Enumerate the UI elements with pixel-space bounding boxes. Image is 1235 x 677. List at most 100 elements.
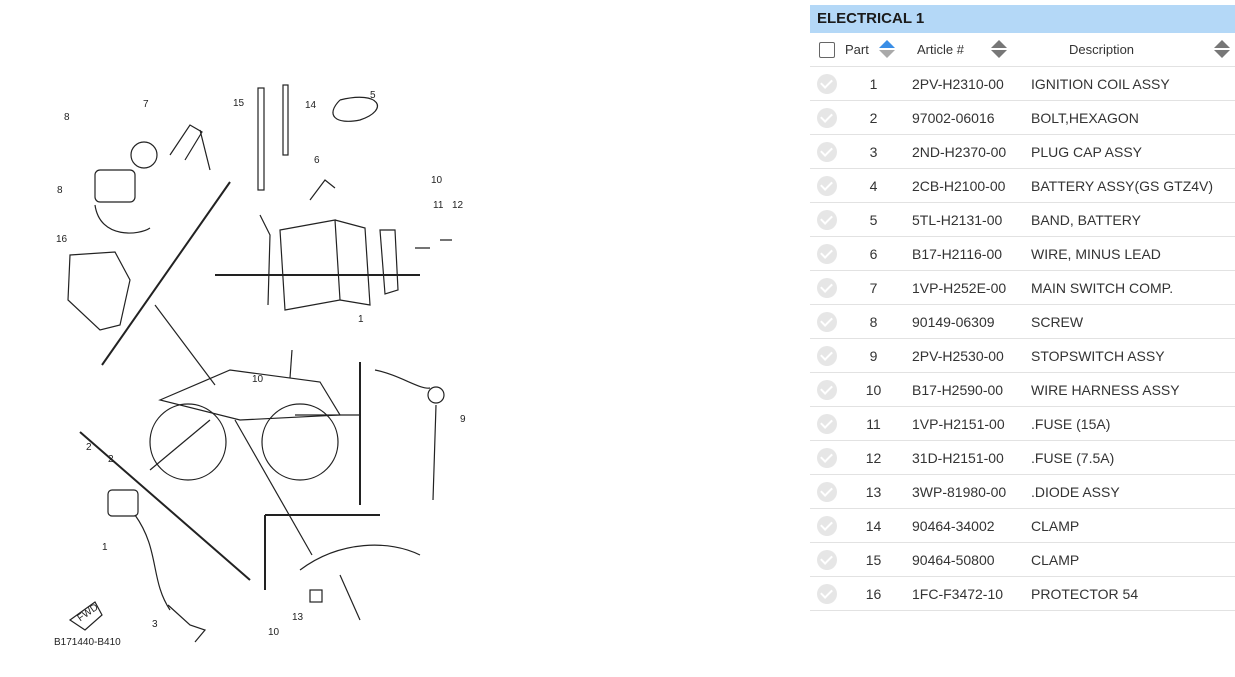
cell-article: 2CB-H2100-00: [906, 168, 1024, 203]
callout-2a: 2: [86, 442, 92, 453]
cell-part: 15: [842, 542, 906, 577]
diagram-svg: 8 7 8 15 14 5 6 10 11 12 16 1 10 9 2 2 1…: [54, 84, 466, 648]
column-label-article: Article #: [917, 42, 964, 57]
callout-10a: 10: [431, 175, 443, 186]
callout-13: 13: [292, 612, 304, 623]
check-circle-icon[interactable]: [817, 107, 837, 128]
cell-article: 31D-H2151-00: [906, 440, 1024, 475]
check-circle-icon[interactable]: [817, 345, 837, 366]
cell-part: 8: [842, 304, 906, 339]
cell-article: 90464-50800: [906, 542, 1024, 577]
check-circle-icon[interactable]: [817, 243, 837, 264]
check-circle-icon[interactable]: [817, 141, 837, 162]
check-circle-icon[interactable]: [817, 413, 837, 434]
cell-part: 9: [842, 338, 906, 373]
cell-description: WIRE HARNESS ASSY: [1024, 372, 1235, 407]
cell-part: 5: [842, 202, 906, 237]
check-circle-icon[interactable]: [817, 73, 837, 94]
check-circle-icon[interactable]: [817, 277, 837, 298]
cell-part: 13: [842, 474, 906, 509]
callout-15: 15: [233, 98, 245, 109]
check-circle-icon[interactable]: [817, 549, 837, 570]
check-circle-icon[interactable]: [817, 515, 837, 536]
cell-description: .FUSE (15A): [1024, 406, 1235, 441]
cell-article: 2PV-H2530-00: [906, 338, 1024, 373]
cell-part: 4: [842, 168, 906, 203]
cell-article: 2ND-H2370-00: [906, 134, 1024, 169]
cell-description: MAIN SWITCH COMP.: [1024, 270, 1235, 305]
cell-article: B17-H2116-00: [906, 236, 1024, 271]
cell-description: WIRE, MINUS LEAD: [1024, 236, 1235, 271]
check-circle-icon[interactable]: [817, 209, 837, 230]
callout-9: 9: [460, 414, 466, 425]
column-header-description[interactable]: Description: [1024, 33, 1235, 67]
cell-article: 5TL-H2131-00: [906, 202, 1024, 237]
column-label-part: Part: [845, 42, 869, 57]
cell-part: 3: [842, 134, 906, 169]
cell-description: SCREW: [1024, 304, 1235, 339]
column-header-part[interactable]: Part: [842, 33, 906, 67]
check-circle-icon[interactable]: [817, 447, 837, 468]
check-circle-icon[interactable]: [817, 583, 837, 604]
cell-description: IGNITION COIL ASSY: [1024, 66, 1235, 101]
column-header-article[interactable]: Article #: [906, 33, 1024, 67]
cell-article: 1FC-F3472-10: [906, 576, 1024, 611]
cell-article: 90149-06309: [906, 304, 1024, 339]
cell-article: 1VP-H252E-00: [906, 270, 1024, 305]
check-circle-icon[interactable]: [817, 311, 837, 332]
check-circle-icon[interactable]: [817, 379, 837, 400]
table-header-row: Part Article # Description: [810, 33, 1235, 67]
callout-10c: 10: [268, 627, 280, 638]
callout-8b: 8: [57, 185, 63, 196]
cell-part: 6: [842, 236, 906, 271]
callout-16: 16: [56, 234, 68, 245]
select-all-header: [810, 33, 842, 67]
callout-10b: 10: [252, 374, 264, 385]
cell-description: BOLT,HEXAGON: [1024, 100, 1235, 135]
sort-icon[interactable]: [990, 39, 1008, 59]
parts-table: Part Article # Description: [810, 33, 1235, 611]
select-all-checkbox[interactable]: [819, 41, 835, 58]
cell-part: 16: [842, 576, 906, 611]
cell-part: 11: [842, 406, 906, 441]
sort-icon[interactable]: [1213, 39, 1231, 59]
sort-active-icon[interactable]: [878, 39, 896, 59]
check-circle-icon[interactable]: [817, 175, 837, 196]
check-circle-icon[interactable]: [817, 481, 837, 502]
cell-article: 90464-34002: [906, 508, 1024, 543]
callout-11: 11: [433, 200, 444, 211]
cell-part: 7: [842, 270, 906, 305]
cell-article: 2PV-H2310-00: [906, 66, 1024, 101]
cell-description: PLUG CAP ASSY: [1024, 134, 1235, 169]
callout-3: 3: [152, 619, 158, 630]
cell-description: BATTERY ASSY(GS GTZ4V): [1024, 168, 1235, 203]
panel-title: ELECTRICAL 1: [810, 5, 1235, 33]
callout-5: 5: [370, 90, 376, 101]
callout-1a: 1: [358, 314, 364, 325]
parts-diagram: 8 7 8 15 14 5 6 10 11 12 16 1 10 9 2 2 1…: [40, 70, 490, 660]
callout-7: 7: [143, 99, 149, 110]
callout-8a: 8: [64, 112, 70, 123]
column-label-description: Description: [1069, 42, 1135, 57]
cell-part: 1: [842, 66, 906, 101]
cell-article: 1VP-H2151-00: [906, 406, 1024, 441]
callout-1b: 1: [102, 542, 108, 553]
callout-14: 14: [305, 100, 317, 111]
